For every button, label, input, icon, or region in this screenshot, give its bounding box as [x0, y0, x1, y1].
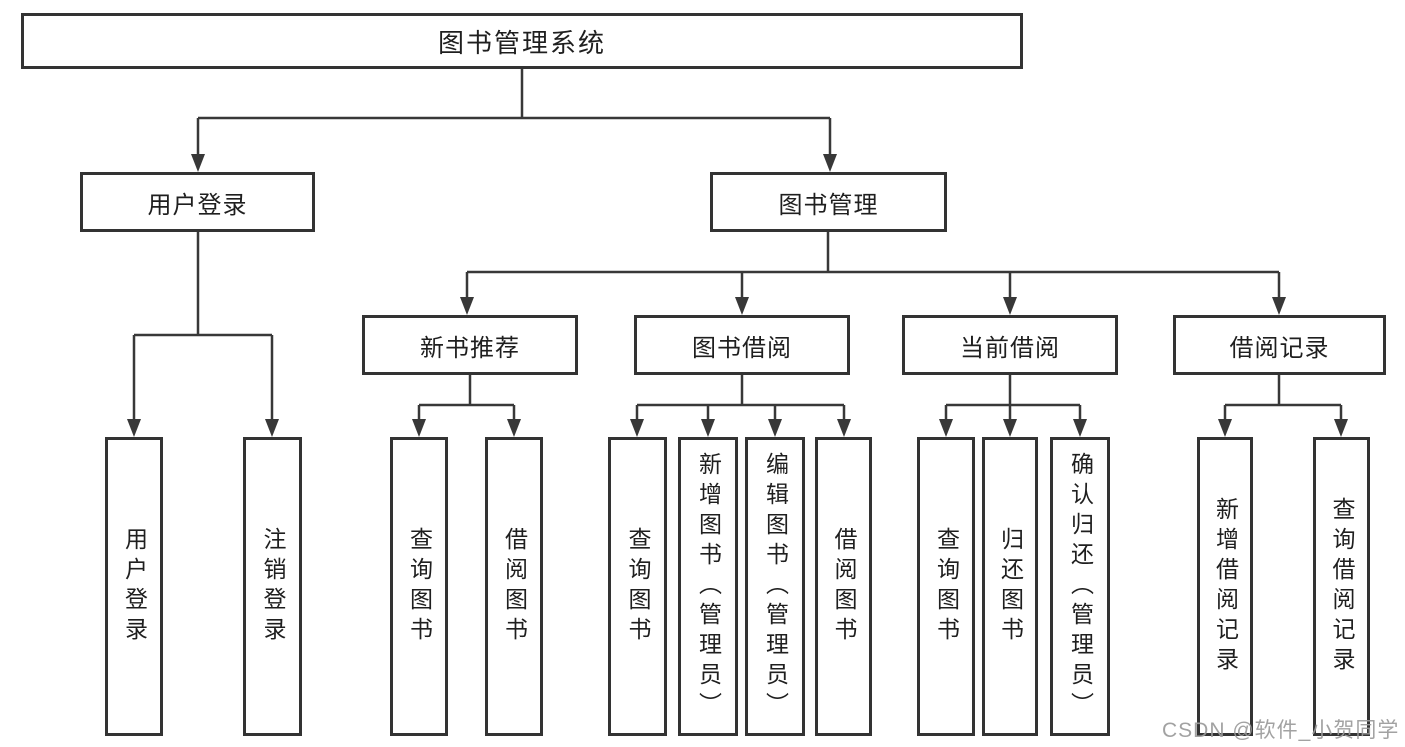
arrow-down-icon — [768, 419, 782, 437]
leaf-query-books-recommend: 查询图书 — [390, 437, 448, 736]
node-book-borrow: 图书借阅 — [634, 315, 850, 375]
connector-book-management-branch — [465, 232, 1281, 299]
node-label: 确认归还（管理员） — [1067, 451, 1094, 722]
node-label: 图书管理 — [778, 191, 879, 219]
arrow-down-icon — [701, 419, 715, 437]
node-label: 借阅记录 — [1229, 334, 1330, 362]
node-current-borrow: 当前借阅 — [902, 315, 1118, 375]
arrow-down-icon — [1003, 419, 1017, 437]
node-label: 借阅图书 — [831, 526, 857, 647]
connector-book-borrow-branch — [635, 375, 846, 421]
node-label: 图书管理系统 — [437, 27, 606, 58]
arrow-down-icon — [735, 297, 749, 315]
leaf-query-borrow-record: 查询借阅记录 — [1313, 437, 1370, 736]
arrow-down-icon — [1334, 419, 1348, 437]
node-library-management-system: 图书管理系统 — [21, 13, 1023, 69]
node-book-management: 图书管理 — [710, 172, 947, 232]
leaf-return-books: 归还图书 — [982, 437, 1038, 736]
node-label: 当前借阅 — [960, 334, 1060, 362]
node-label: 归还图书 — [997, 526, 1024, 647]
leaf-add-borrow-record: 新增借阅记录 — [1197, 437, 1253, 736]
arrow-down-icon — [630, 419, 644, 437]
connector-borrow-records-branch — [1223, 375, 1343, 421]
leaf-confirm-return-admin: 确认归还（管理员） — [1050, 437, 1110, 736]
arrow-down-icon — [265, 419, 279, 437]
node-label: 借阅图书 — [501, 526, 528, 647]
leaf-user-login: 用户登录 — [105, 437, 163, 736]
node-label: 编辑图书（管理员） — [762, 451, 789, 722]
node-label: 查询图书 — [625, 526, 651, 647]
arrow-down-icon — [1272, 297, 1286, 315]
connector-current-borrow-branch — [944, 375, 1082, 421]
node-borrow-records: 借阅记录 — [1173, 315, 1386, 375]
arrow-down-icon — [1218, 419, 1232, 437]
node-label: 用户登录 — [121, 526, 148, 647]
arrow-down-icon — [127, 419, 141, 437]
arrow-down-icon — [191, 154, 205, 172]
connector-new-book-branch — [417, 375, 516, 421]
connector-root-to-level2 — [196, 69, 832, 158]
arrow-down-icon — [460, 297, 474, 315]
node-label: 查询借阅记录 — [1329, 496, 1355, 677]
node-label: 新书推荐 — [420, 334, 520, 362]
arrow-down-icon — [1073, 419, 1087, 437]
leaf-borrow-books-recommend: 借阅图书 — [485, 437, 543, 736]
arrow-down-icon — [412, 419, 426, 437]
node-new-book-recommend: 新书推荐 — [362, 315, 578, 375]
node-label: 注销登录 — [260, 526, 286, 647]
connector-user-login-branch — [132, 232, 274, 421]
node-label: 新增借阅记录 — [1212, 496, 1239, 677]
arrow-down-icon — [507, 419, 521, 437]
watermark: CSDN @软件_小贺同学 — [1162, 719, 1400, 742]
leaf-logout: 注销登录 — [243, 437, 302, 736]
arrowheads — [127, 154, 1348, 437]
leaf-borrow-books: 借阅图书 — [815, 437, 872, 736]
node-label: 查询图书 — [933, 526, 960, 647]
node-label: 查询图书 — [406, 526, 433, 647]
node-user-login: 用户登录 — [80, 172, 315, 232]
arrow-down-icon — [939, 419, 953, 437]
leaf-query-books-current: 查询图书 — [917, 437, 975, 736]
arrow-down-icon — [837, 419, 851, 437]
leaf-query-books-borrow: 查询图书 — [608, 437, 667, 736]
arrow-down-icon — [1003, 297, 1017, 315]
leaf-add-book-admin: 新增图书（管理员） — [678, 437, 738, 736]
node-label: 用户登录 — [147, 191, 248, 219]
node-label: 图书借阅 — [692, 334, 792, 362]
arrow-down-icon — [823, 154, 837, 172]
leaf-edit-book-admin: 编辑图书（管理员） — [745, 437, 805, 736]
node-label: 新增图书（管理员） — [695, 451, 722, 722]
